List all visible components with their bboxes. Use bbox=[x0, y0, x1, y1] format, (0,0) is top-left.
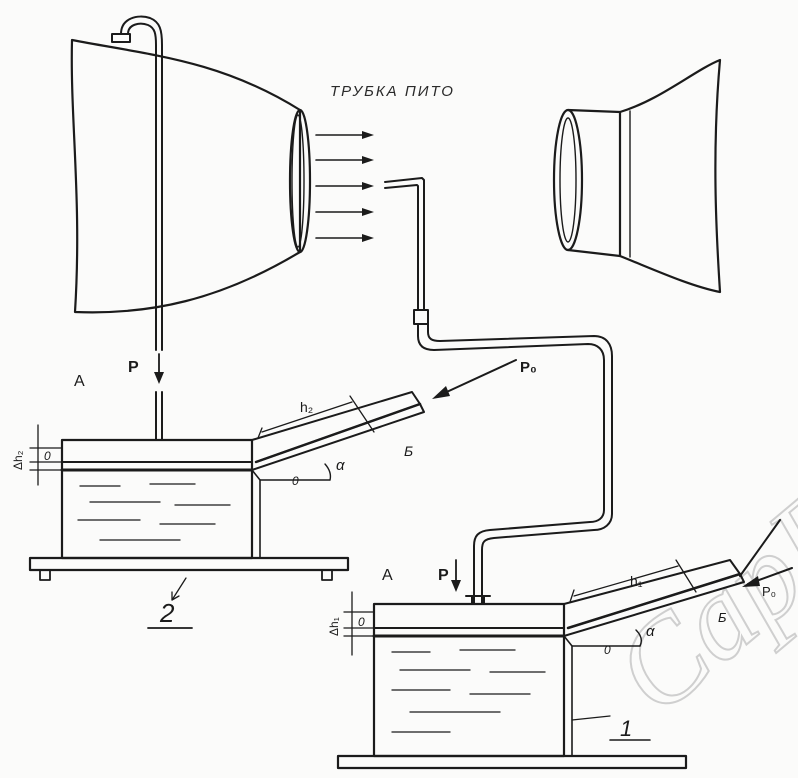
manometer-left bbox=[28, 359, 517, 629]
diagram-title: ТРУБКА ПИТО bbox=[330, 83, 455, 100]
label-h-right: h₁ bbox=[630, 573, 643, 589]
label-p0-top: P₀ bbox=[520, 359, 537, 376]
label-dh-right: Δh₁ bbox=[327, 617, 341, 636]
watermark: CapГУ bbox=[589, 404, 798, 739]
label-h-left: h₂ bbox=[300, 399, 313, 415]
right-nozzle bbox=[552, 58, 722, 294]
pitot-tube bbox=[384, 177, 613, 605]
label-b-left: Б bbox=[404, 443, 413, 459]
label-zero-left-top: 0 bbox=[44, 449, 51, 463]
label-alpha-right: α bbox=[646, 623, 655, 640]
label-b-right: Б bbox=[718, 610, 727, 625]
label-p-bottom: P bbox=[438, 567, 449, 584]
labels: P P P₀ P₀ A A Б Б h₂ h₁ Δh₂ Δh₁ 0 0 0 0 … bbox=[11, 359, 776, 741]
label-p-top: P bbox=[128, 359, 139, 376]
figure-number-2: 2 bbox=[159, 598, 175, 628]
label-p0-bottom: P₀ bbox=[762, 584, 776, 599]
label-zero-right-top: 0 bbox=[358, 615, 365, 629]
label-alpha-left: α bbox=[336, 457, 345, 474]
label-a-right: A bbox=[382, 567, 393, 584]
airflow-arrows bbox=[315, 131, 374, 242]
label-zero-right-tube: 0 bbox=[604, 643, 611, 657]
left-nozzle bbox=[70, 38, 312, 314]
label-zero-left-tube: 0 bbox=[292, 474, 299, 488]
label-dh-left: Δh₂ bbox=[11, 450, 25, 470]
pressure-pipe-left bbox=[111, 15, 164, 441]
label-a-left: A bbox=[74, 373, 85, 390]
manometer-right bbox=[336, 519, 793, 770]
figure-number-1: 1 bbox=[620, 716, 632, 741]
